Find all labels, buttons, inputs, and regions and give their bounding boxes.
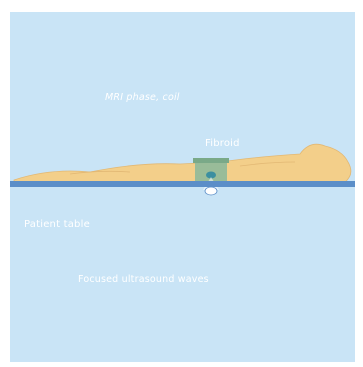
label-fibroid: Fibroid — [205, 138, 240, 149]
label-patient-table: Patient table — [24, 219, 90, 230]
label-ultrasound-waves: Focused ultrasound waves — [78, 274, 209, 285]
diagram-frame: MRI phase, coil Fibroid Patient table Fo… — [10, 12, 355, 362]
coil-top — [193, 158, 229, 163]
label-mri-coil: MRI phase, coil — [105, 92, 180, 103]
diagram-illustration — [10, 12, 355, 362]
transducer — [205, 187, 217, 195]
patient-table-bar — [10, 181, 355, 187]
patient-body — [14, 144, 351, 182]
